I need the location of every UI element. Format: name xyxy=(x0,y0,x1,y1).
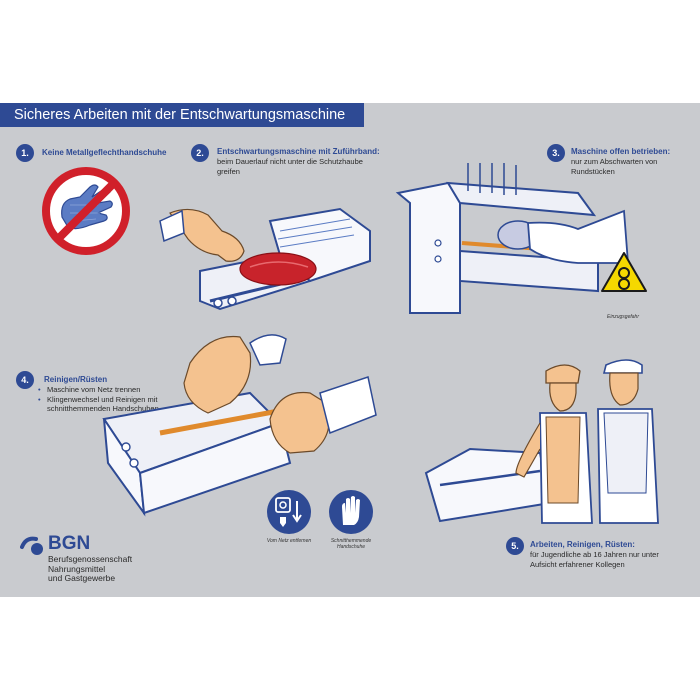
skinning-machine-conveyor-illustration xyxy=(159,207,371,311)
bgn-logo-subtitle: Berufsgenossenschaft Nahrungsmittel und … xyxy=(48,554,133,584)
step-3-number: 3. xyxy=(547,144,565,162)
step-4-bullet: Maschine vom Netz trennen xyxy=(38,385,163,395)
step-5-body: für Jugendliche ab 16 Jahren nur unter A… xyxy=(530,550,659,569)
unplug-caption: Vom Netz entfernen xyxy=(266,538,312,544)
workers-training-illustration xyxy=(424,359,659,524)
warning-caption: Einzugsgefahr xyxy=(607,314,639,320)
step-2-number: 2. xyxy=(191,144,209,162)
warning-entanglement-sign xyxy=(601,252,647,292)
bgn-subtitle-line: und Gastgewerbe xyxy=(48,573,116,583)
step-3-heading: Maschine offen betrieben: xyxy=(571,147,671,156)
step-1-number: 1. xyxy=(16,144,34,162)
step-2-body: beim Dauerlauf nicht unter die Schutzhau… xyxy=(217,157,363,176)
bgn-subtitle-line: Nahrungsmittel xyxy=(48,563,106,574)
step-4-number: 4. xyxy=(16,371,34,389)
open-machine-illustration xyxy=(395,163,629,314)
step-4-heading: Reinigen/Rüsten xyxy=(44,375,108,384)
step-5-number: 5. xyxy=(506,537,524,555)
step-3-body: nur zum Abschwarten von Rundstücken xyxy=(571,157,658,176)
plug-icon xyxy=(267,490,311,534)
step-2-heading: Entschwartungsmaschine mit Zuführband: xyxy=(217,147,380,156)
prohibition-sign xyxy=(42,167,130,255)
step-1-heading: Keine Metallgeflechthandschuhe xyxy=(42,148,167,157)
gloves-mandatory-icon xyxy=(329,490,373,534)
step-5-heading: Arbeiten, Reinigen, Rüsten: xyxy=(530,540,635,549)
cleaning-blade-illustration xyxy=(102,334,377,517)
step-4-bullets: Maschine vom Netz trennen Klingenwechsel… xyxy=(38,385,163,414)
bgn-logo-mark xyxy=(20,536,43,555)
step-4-bullet: Klingenwechsel und Reinigen mit schnitth… xyxy=(38,395,163,414)
bgn-logo-name: BGN xyxy=(48,533,91,554)
poster-title: Sicheres Arbeiten mit der Entschwartungs… xyxy=(0,103,364,127)
bgn-subtitle-line: Berufsgenossenschaft xyxy=(48,554,133,564)
safety-poster: Sicheres Arbeiten mit der Entschwartungs… xyxy=(0,103,700,597)
gloves-caption: Schnitthemmende Handschuhe xyxy=(330,538,372,550)
